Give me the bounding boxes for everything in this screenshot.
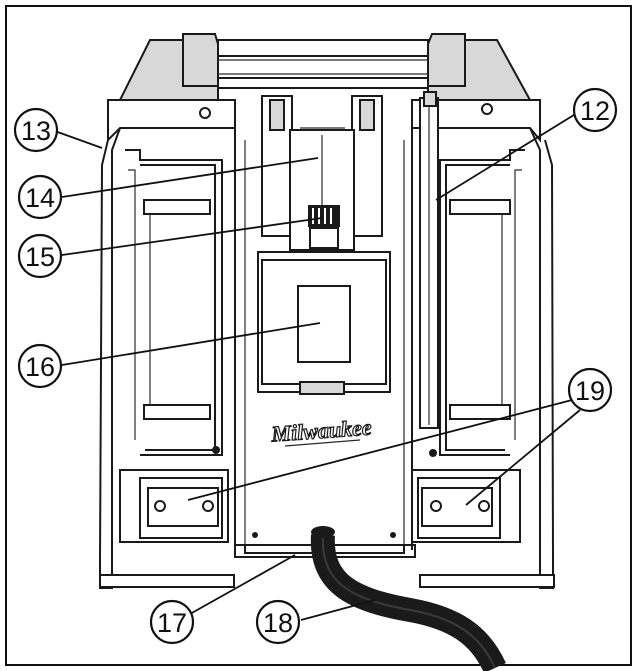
- callout-15: 15: [17, 233, 63, 279]
- battery-pack: [257, 251, 391, 395]
- callout-16: 16: [17, 343, 63, 389]
- svg-text:16: 16: [25, 352, 55, 382]
- logo-text: Milwaukee: [270, 415, 373, 447]
- battery-connector: [308, 205, 340, 249]
- svg-text:13: 13: [21, 116, 51, 146]
- svg-text:17: 17: [157, 608, 187, 638]
- power-cord: [310, 526, 506, 671]
- callout-18: 18: [255, 599, 301, 645]
- svg-text:18: 18: [263, 608, 293, 638]
- svg-text:14: 14: [25, 183, 55, 213]
- brand-logo: Milwaukee: [269, 414, 373, 447]
- svg-text:19: 19: [575, 376, 605, 406]
- right-side-panel: [429, 149, 525, 457]
- left-mount-bracket: [119, 469, 229, 543]
- callout-14: 14: [17, 174, 63, 220]
- right-mount-bracket: [411, 469, 521, 543]
- top-handle: [182, 33, 466, 89]
- callout-12: 12: [572, 87, 618, 133]
- frame-border: [5, 5, 632, 666]
- svg-text:15: 15: [25, 242, 55, 272]
- callout-19: 19: [567, 367, 613, 413]
- left-side-panel: [125, 149, 223, 456]
- antenna: [419, 91, 439, 429]
- svg-text:12: 12: [580, 96, 610, 126]
- leader-lines: [51, 109, 583, 621]
- battery-compartment: [261, 95, 383, 251]
- callout-17: 17: [149, 599, 195, 645]
- callout-13: 13: [13, 107, 59, 153]
